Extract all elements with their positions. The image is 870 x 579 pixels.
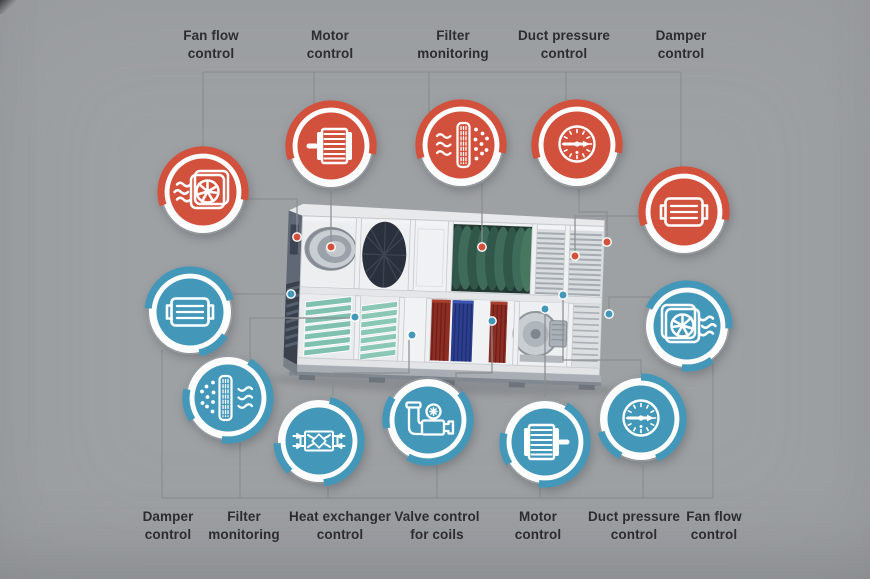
badge-heat-exchanger-control[interactable] — [269, 391, 369, 491]
air-handling-unit-image — [270, 203, 619, 396]
badge-motor-control-bottom[interactable] — [495, 392, 595, 492]
badge-motor-control-top[interactable] — [281, 96, 381, 196]
photo-corner-artifact — [0, 0, 16, 14]
badge-duct-pressure-control-bottom[interactable] — [591, 369, 691, 469]
badge-filter-monitoring-bottom[interactable] — [178, 348, 278, 448]
pressure-gauge-icon — [622, 399, 660, 437]
badge-fan-flow-control-bottom[interactable] — [637, 276, 737, 376]
badge-damper-control-top[interactable] — [634, 162, 734, 262]
pressure-gauge-icon — [558, 125, 596, 163]
connector-lines — [161, 71, 714, 499]
connection-dots — [286, 232, 614, 340]
badge-duct-pressure-control-top[interactable] — [527, 95, 627, 195]
badge-valve-control-for-coils[interactable] — [378, 370, 478, 470]
badge-fan-flow-control-top[interactable] — [153, 142, 253, 242]
badge-damper-control-bottom[interactable] — [140, 262, 240, 362]
badge-filter-monitoring-top[interactable] — [411, 95, 511, 195]
